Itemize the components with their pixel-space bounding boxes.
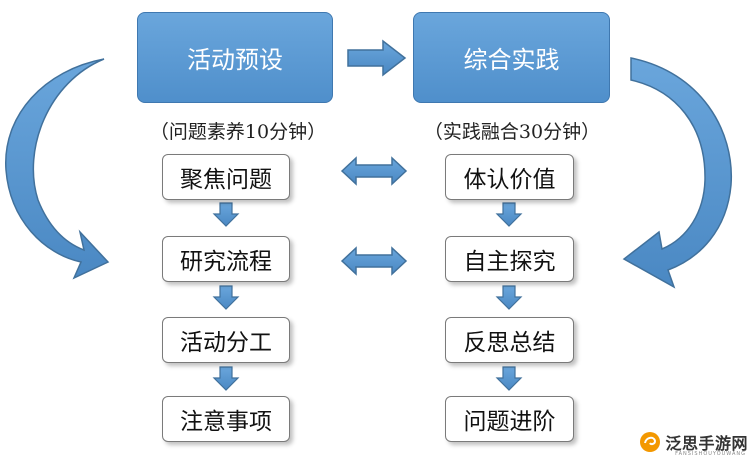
right-title-box: 综合实践 bbox=[413, 12, 610, 103]
down-arrow-right-3 bbox=[495, 366, 523, 391]
right-step-4: 问题进阶 bbox=[445, 396, 574, 442]
left-caption: （问题素养10分钟） bbox=[149, 121, 327, 143]
right-curved-arrow bbox=[622, 57, 733, 289]
right-step-1: 体认价值 bbox=[445, 154, 574, 200]
orange-swirl-logo-icon bbox=[640, 432, 661, 452]
double-arrow-row1 bbox=[340, 156, 408, 186]
watermark-subtext: FANSISHOUYOUWANG bbox=[675, 451, 746, 457]
left-step-2: 研究流程 bbox=[162, 236, 290, 282]
right-step-3: 反思总结 bbox=[445, 317, 574, 363]
left-step-3: 活动分工 bbox=[162, 317, 290, 363]
left-step-1: 聚焦问题 bbox=[162, 154, 290, 200]
left-curved-arrow bbox=[5, 58, 110, 280]
left-step-4: 注意事项 bbox=[162, 396, 290, 442]
left-title-box: 活动预设 bbox=[137, 12, 333, 103]
down-arrow-left-2 bbox=[212, 285, 240, 310]
down-arrow-left-3 bbox=[212, 366, 240, 391]
down-arrow-right-2 bbox=[495, 285, 523, 310]
title-right-arrow bbox=[347, 39, 407, 77]
watermark-text: 泛思手游网 bbox=[665, 434, 748, 453]
down-arrow-left-1 bbox=[212, 202, 240, 227]
down-arrow-right-1 bbox=[495, 202, 523, 227]
right-step-2: 自主探究 bbox=[445, 236, 574, 282]
double-arrow-row2 bbox=[340, 246, 408, 276]
right-caption: （实践融合30分钟） bbox=[423, 121, 601, 143]
watermark: 泛思手游网 bbox=[639, 430, 748, 454]
